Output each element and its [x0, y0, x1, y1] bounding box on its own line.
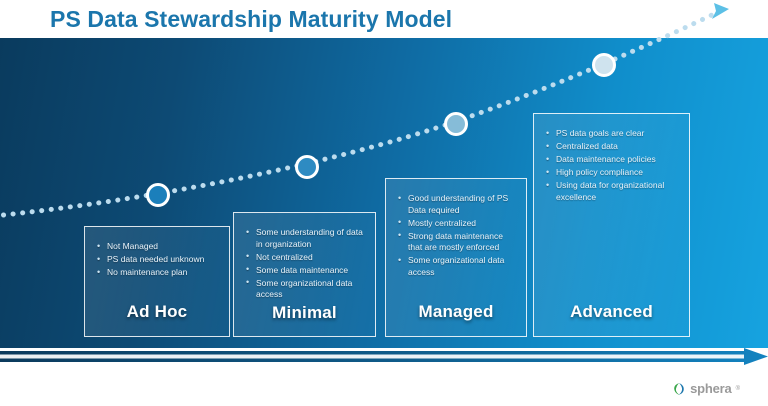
list-item: Some organizational data access	[398, 255, 516, 278]
stage-column-minimal[interactable]: Some understanding of data in organizati…	[233, 212, 376, 337]
list-item: Some understanding of data in organizati…	[246, 226, 365, 250]
list-item: Good understanding of PS Data required	[398, 192, 516, 216]
stage-column-ad-hoc[interactable]: Not Managed PS data needed unknown No ma…	[84, 226, 230, 337]
stage-label: Managed	[418, 302, 494, 321]
right-arrow-icon	[0, 348, 768, 365]
brand-logo: sphera ®	[672, 381, 740, 396]
stage-bullet-list: PS data goals are clear Centralized data…	[534, 114, 689, 205]
list-item: High policy compliance	[546, 167, 679, 179]
stage-bullet-list: Good understanding of PS Data required M…	[386, 179, 526, 280]
list-item: Strong data maintenance that are mostly …	[398, 230, 516, 254]
stage-label: Minimal	[272, 302, 337, 322]
sphera-swirl-icon	[674, 382, 684, 395]
stage-column-managed[interactable]: Good understanding of PS Data required M…	[385, 178, 527, 337]
list-item: No maintenance plan	[97, 267, 219, 279]
list-item: Mostly centralized	[398, 217, 516, 230]
page-title: PS Data Stewardship Maturity Model	[50, 6, 453, 32]
stage-label: Ad Hoc	[126, 302, 188, 321]
brand-wordmark: sphera	[690, 381, 732, 396]
stage-label: Advanced	[570, 302, 653, 321]
stage-bullet-list: Some understanding of data in organizati…	[234, 213, 375, 303]
stage-bullet-list: Not Managed PS data needed unknown No ma…	[85, 227, 229, 280]
trademark-symbol: ®	[735, 385, 740, 392]
stage-column-advanced[interactable]: PS data goals are clear Centralized data…	[533, 113, 690, 337]
list-item: Centralized data	[546, 141, 679, 153]
list-item: Using data for organizational excellence	[546, 180, 679, 203]
list-item: Not Managed	[97, 241, 219, 253]
list-item: Some organizational data access	[246, 277, 365, 301]
list-item: Not centralized	[246, 251, 365, 264]
list-item: Some data maintenance	[246, 264, 365, 277]
list-item: PS data goals are clear	[546, 128, 679, 140]
list-item: PS data needed unknown	[97, 254, 219, 266]
list-item: Data maintenance policies	[546, 154, 679, 166]
